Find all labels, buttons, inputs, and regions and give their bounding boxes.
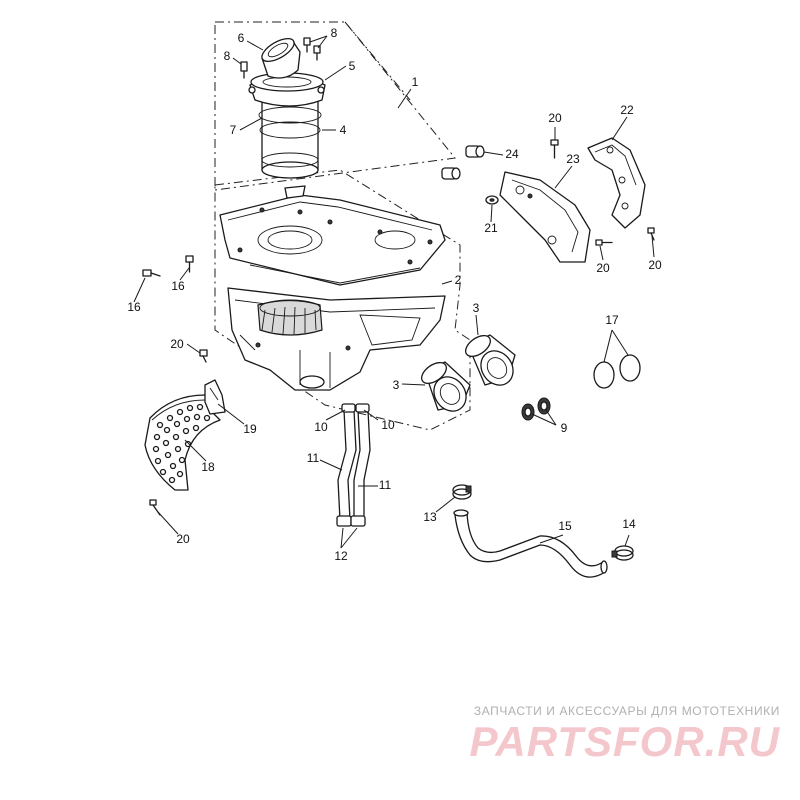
callout-14: 14 — [622, 517, 636, 531]
watermark-tagline: ЗАПЧАСТИ И АКСЕССУАРЫ ДЛЯ МОТОТЕХНИКИ — [473, 704, 780, 718]
callout-20-top: 20 — [548, 111, 562, 125]
mesh-holes — [152, 403, 211, 484]
watermark-logo: PARTSFOR.RU — [469, 718, 780, 765]
callout-10-right: 10 — [381, 418, 395, 432]
air-filter-element — [248, 72, 326, 179]
guard-bracket — [204, 379, 226, 415]
rubber-spacers — [441, 145, 485, 180]
callout-21: 21 — [484, 221, 498, 235]
callout-10-left: 10 — [314, 420, 328, 434]
callout-11-left: 11 — [307, 451, 320, 465]
callout-16-right: 16 — [171, 279, 185, 293]
callout-8-left: 8 — [224, 49, 231, 63]
assembly-outline-1 — [214, 21, 456, 191]
side-cover — [587, 137, 646, 229]
drain-tubes — [336, 403, 371, 527]
intake-funnel — [261, 37, 301, 79]
hose-clamp-14 — [611, 545, 634, 561]
screw-20-left — [199, 349, 208, 363]
callout-12: 12 — [334, 549, 348, 563]
callout-3-upper: 3 — [473, 301, 480, 315]
airbox-cover — [219, 185, 446, 286]
callout-19: 19 — [243, 422, 257, 436]
screw-16-b — [185, 255, 194, 273]
callout-8-right: 8 — [331, 26, 338, 40]
callout-1: 1 — [412, 75, 419, 89]
screw-20-right — [647, 227, 655, 241]
mesh-guard — [144, 394, 221, 491]
callout-3-lower: 3 — [393, 378, 400, 392]
mounting-bracket — [499, 171, 591, 263]
callout-5: 5 — [349, 59, 356, 73]
washer — [485, 195, 499, 205]
screw-20-top — [550, 139, 559, 159]
callout-22: 22 — [620, 103, 634, 117]
airbox-body — [227, 287, 446, 391]
screw-20-mid — [595, 239, 613, 246]
callout-23: 23 — [566, 152, 580, 166]
callout-20-bottom: 20 — [176, 532, 190, 546]
watermark: ЗАПЧАСТИ И АКСЕССУАРЫ ДЛЯ МОТОТЕХНИКИ PA… — [470, 704, 780, 764]
callout-20-mid: 20 — [596, 261, 610, 275]
o-rings — [593, 354, 641, 389]
screw-16-a — [142, 269, 161, 277]
callout-9: 9 — [561, 421, 568, 435]
intake-boot-lower — [420, 361, 471, 412]
screws — [142, 139, 655, 516]
callout-20-right: 20 — [648, 258, 662, 272]
funnel-bolts — [240, 37, 321, 79]
callout-2: 2 — [455, 273, 462, 287]
callout-7: 7 — [230, 123, 237, 137]
callout-18: 18 — [201, 460, 215, 474]
callout-labels: 1 2 3 3 4 5 6 7 8 8 9 10 10 11 11 12 13 … — [127, 26, 662, 563]
callout-20-left: 20 — [170, 337, 184, 351]
callout-4: 4 — [340, 123, 347, 137]
callout-6: 6 — [238, 31, 245, 45]
callout-15: 15 — [558, 519, 572, 533]
breather-hose — [453, 509, 608, 578]
callout-16-left: 16 — [127, 300, 141, 314]
leader-lines — [133, 35, 655, 549]
callout-24: 24 — [505, 147, 519, 161]
hose-clamps-9 — [521, 397, 551, 421]
callout-17: 17 — [605, 313, 619, 327]
callout-13: 13 — [423, 510, 437, 524]
callout-11-right: 11 — [379, 478, 392, 492]
hose-clamp-13 — [452, 484, 472, 500]
intake-boots — [420, 334, 516, 412]
intake-boot-upper — [464, 334, 516, 386]
